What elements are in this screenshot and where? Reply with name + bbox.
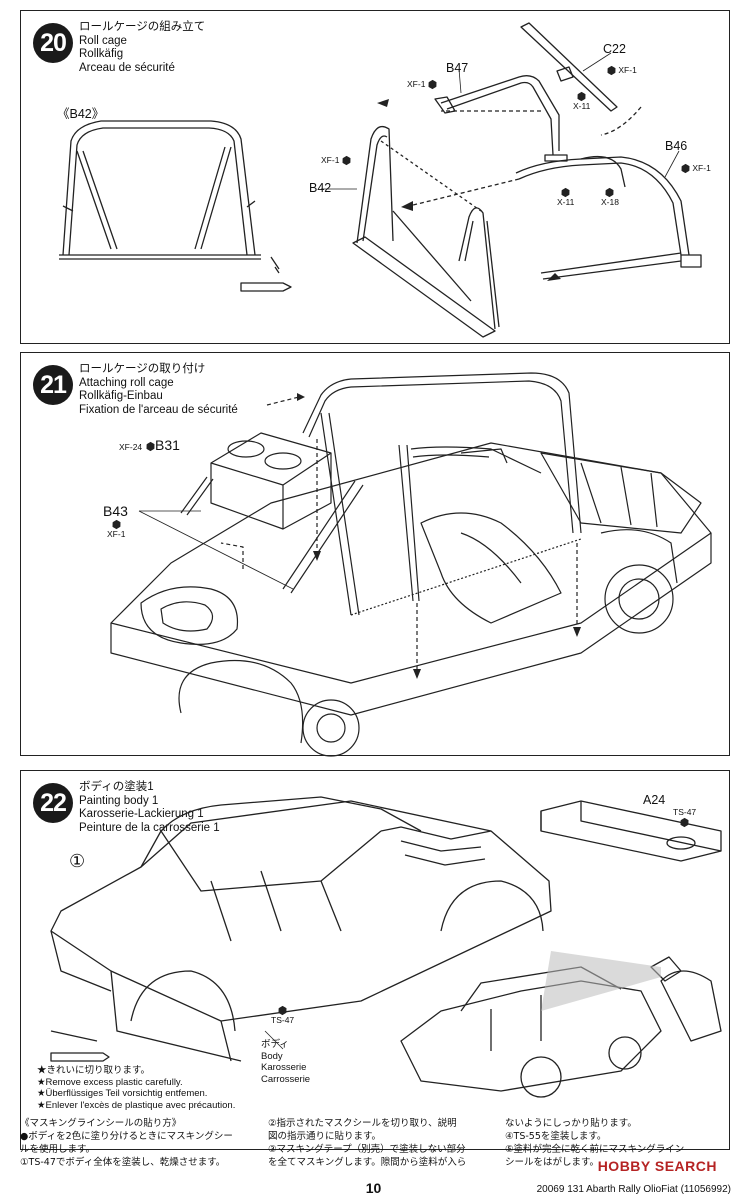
step-titles: ボディの塗装1 Painting body 1 Karosserie-Lacki… — [79, 781, 220, 835]
footer-product-code: 20069 131 Abarth Rally OlioFiat (1105699… — [536, 1184, 731, 1195]
cut-notes: ★きれいに切り取ります。 ★Remove excess plastic care… — [37, 1065, 236, 1111]
title-en: Roll cage — [79, 34, 127, 47]
paint-code-ts47: TS-47 — [271, 1005, 294, 1025]
part-c22-label: C22 — [603, 42, 626, 56]
watermark-logo: HOBBY SEARCH — [597, 1158, 717, 1174]
step-number: 21 — [33, 365, 73, 405]
paint-code-xf1: XF-1 — [407, 79, 437, 89]
part-b43-label: B43 — [103, 503, 128, 519]
paint-dot-icon — [605, 65, 617, 77]
title-de: Rollkäfig — [79, 48, 124, 60]
step-titles: ロールケージの取り付け Attaching roll cage Rollkäfi… — [79, 363, 238, 417]
paint-code-x11: X-11 — [557, 187, 574, 207]
title-de: Karosserie-Lackierung 1 — [79, 808, 204, 820]
paint-dot-icon — [340, 155, 352, 167]
paint-code-xf1: XF-1 — [107, 519, 125, 539]
step-titles: ロールケージの組み立て Roll cage Rollkäfig Arceau d… — [79, 21, 205, 75]
paint-code-x11: X-11 — [573, 91, 590, 111]
masking-instructions-col2: ②指示されたマスクシールを切り取り、説明 図の指示通りに貼ります。 ③マスキング… — [268, 1118, 467, 1168]
body-label: ボディ Body Karosserie Carrosserie — [261, 1039, 311, 1085]
title-jp: ロールケージの組み立て — [79, 21, 206, 33]
paint-code-xf1: XF-1 — [321, 155, 351, 165]
page-number: 10 — [365, 1180, 382, 1196]
step-number: 20 — [33, 23, 73, 63]
roll-cage-assembly-illustration — [59, 22, 702, 338]
step-21-panel: 21 ロールケージの取り付け Attaching roll cage Rollk… — [20, 352, 730, 757]
chassis-roll-cage-illustration — [110, 372, 712, 757]
part-b46-label: B46 — [665, 139, 688, 153]
step-circle-number: ① — [69, 851, 86, 872]
paint-dot-icon — [679, 163, 691, 175]
paint-code-x18: X-18 — [601, 187, 619, 207]
paint-dot-icon — [678, 817, 690, 829]
title-jp: ボディの塗装1 — [79, 781, 154, 793]
title-fr: Fixation de l'arceau de sécurité — [79, 403, 238, 416]
body-painting-illustration — [50, 796, 722, 1098]
title-jp: ロールケージの取り付け — [79, 363, 206, 375]
title-de: Rollkäfig-Einbau — [79, 390, 163, 402]
part-a24-label: A24 — [643, 793, 666, 807]
b42-reference-label: 《B42》 — [57, 107, 105, 121]
masking-instructions-col3: ないようにしっかり貼ります。 ④TS-55を塗装します。 ⑤塗料が完全に乾く前に… — [505, 1118, 685, 1168]
paint-code-xf1: XF-1 — [681, 163, 711, 173]
title-fr: Peinture de la carrosserie 1 — [79, 821, 220, 834]
step-22-panel: 22 ボディの塗装1 Painting body 1 Karosserie-La… — [20, 770, 730, 1150]
title-fr: Arceau de sécurité — [79, 61, 175, 74]
paint-code-ts47: TS-47 — [673, 807, 696, 827]
masking-instructions-col1: 《マスキングラインシールの貼り方》 ●ボディを2色に塗り分けるときにマスキングシ… — [20, 1118, 233, 1168]
part-b31-label: XF-24 B31 — [119, 437, 180, 453]
part-b47-label: B47 — [446, 61, 469, 75]
title-en: Painting body 1 — [79, 794, 159, 807]
paint-code-xf1: XF-1 — [607, 65, 637, 75]
title-en: Attaching roll cage — [79, 376, 174, 389]
paint-dot-icon — [426, 79, 438, 91]
part-b42-label: B42 — [309, 181, 332, 195]
step-number: 22 — [33, 783, 73, 823]
step-20-panel: 20 ロールケージの組み立て Roll cage Rollkäfig Arcea… — [20, 10, 730, 344]
